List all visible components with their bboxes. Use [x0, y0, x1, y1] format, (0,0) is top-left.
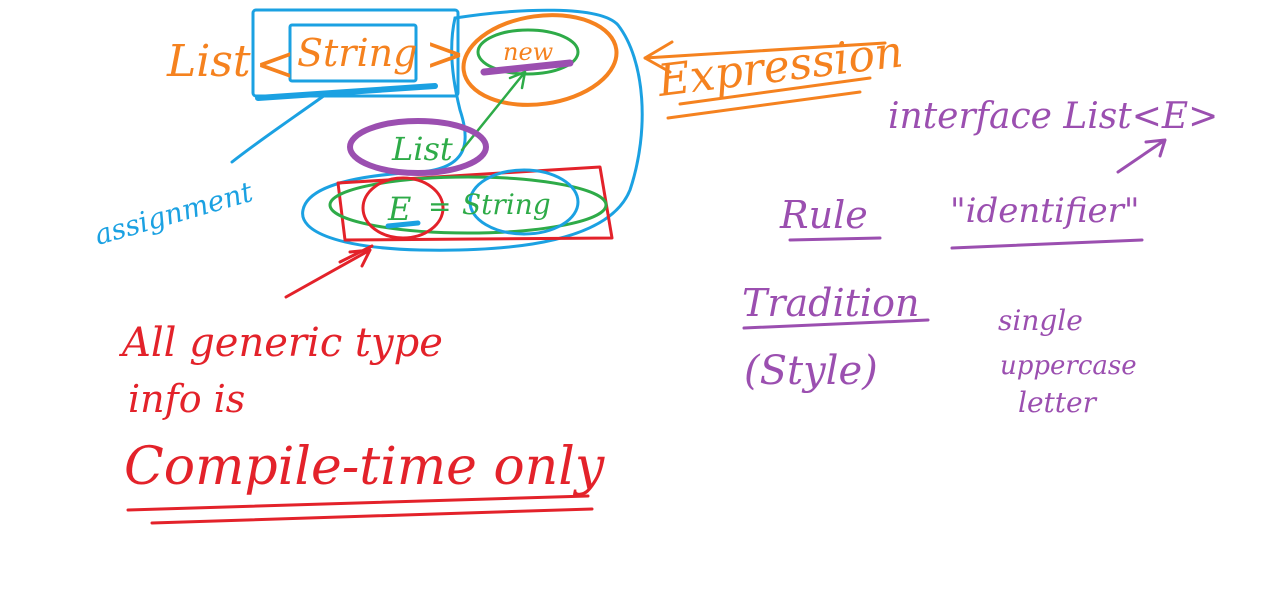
expression-arrow: [643, 40, 887, 74]
note-line-2: info is: [128, 377, 245, 421]
red-note-group: All generic type info is Compile-time on…: [118, 320, 605, 525]
rule-underline: [788, 236, 882, 242]
expression-group: new Expression: [461, 13, 906, 120]
purple-notes-group: interface List<E> Rule "identifier" Trad…: [742, 96, 1218, 419]
list-word-green: List: [391, 130, 453, 168]
open-angle-bracket: <: [255, 36, 295, 92]
green-connector-arrow: [460, 70, 527, 152]
identifier-label: "identifier": [950, 191, 1140, 231]
close-angle-bracket: >: [425, 26, 465, 82]
tradition-label: Tradition: [742, 281, 919, 325]
expression-underline-1: [678, 76, 872, 106]
string-word-green: String: [462, 188, 551, 221]
expression-label: Expression: [654, 26, 906, 107]
single-label: single: [998, 304, 1083, 337]
purple-list-ellipse: [347, 118, 489, 176]
letter-label: letter: [1018, 386, 1098, 419]
string-word-orange: String: [297, 31, 417, 75]
string-inner-box: [288, 23, 418, 83]
note-underline: [126, 494, 594, 525]
red-equation-box: [336, 165, 614, 242]
identifier-underline: [950, 238, 1144, 250]
list-string-outer-box: [251, 8, 460, 98]
list-word-orange: List: [166, 36, 251, 87]
middle-list-group: List: [347, 70, 527, 176]
e-pointer-arrow: [1116, 138, 1167, 174]
big-blue-loop: [301, 8, 644, 252]
uppercase-label: uppercase: [1000, 351, 1137, 381]
assignment-label: assignment: [91, 175, 257, 252]
green-equation-ellipse: [328, 175, 608, 235]
interface-declaration: interface List<E>: [888, 96, 1218, 137]
style-label: (Style): [744, 348, 878, 394]
blue-annotation-group: List < String > assignment: [91, 8, 644, 252]
rule-label: Rule: [779, 193, 868, 237]
blue-string-ellipse: [468, 168, 580, 236]
note-line-1: All generic type: [118, 320, 443, 366]
tradition-underline: [742, 318, 930, 330]
orange-new-ellipse: [461, 13, 619, 107]
note-line-3: Compile-time only: [124, 437, 605, 497]
new-word: new: [503, 38, 554, 66]
expression-underline-2: [666, 90, 862, 120]
type-equation-group: E = String: [284, 165, 614, 299]
assignment-arrow-line: [230, 93, 327, 164]
purple-new-underline: [480, 59, 574, 76]
blue-underline: [255, 83, 438, 101]
red-pointer-arrow: [284, 244, 374, 299]
equals-sign: =: [428, 190, 451, 223]
green-new-ellipse: [476, 28, 580, 76]
blue-e-underline: [385, 220, 421, 229]
red-e-circle: [361, 176, 445, 240]
